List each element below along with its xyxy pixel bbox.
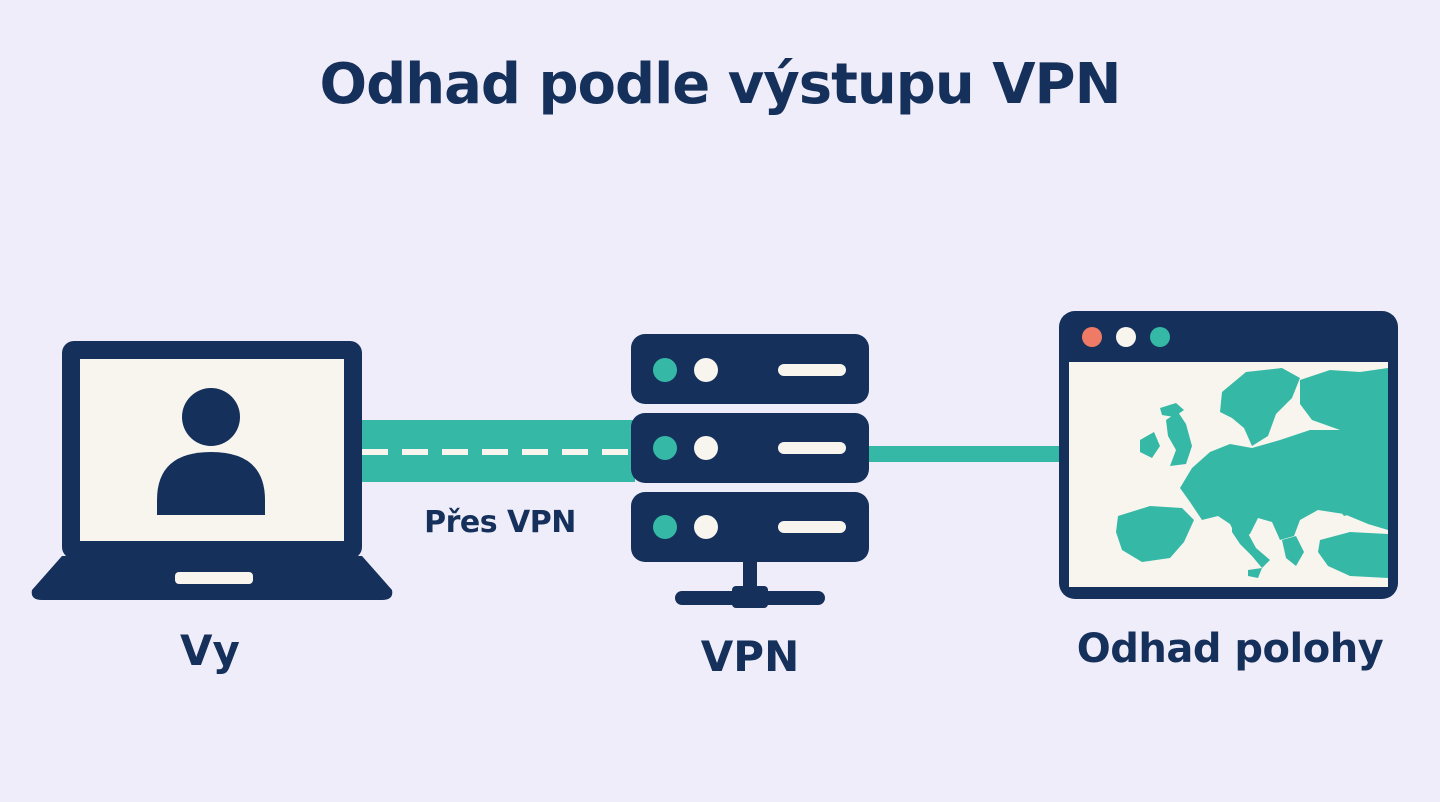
diagram-title: Odhad podle výstupu VPN xyxy=(319,52,1122,117)
server-stack-icon xyxy=(631,334,869,608)
node-label-vpn: VPN xyxy=(700,632,800,681)
node-label-location-estimate: Odhad polohy xyxy=(1076,626,1384,672)
user-icon xyxy=(157,388,265,515)
connection-label-via-vpn: Přes VPN xyxy=(424,505,576,540)
laptop-icon xyxy=(31,341,393,600)
node-label-you: Vy xyxy=(180,626,240,675)
vpn-exit-connection xyxy=(862,446,1062,462)
europe-map-icon xyxy=(1116,368,1388,578)
vpn-tunnel-connection xyxy=(360,420,635,482)
browser-window-icon xyxy=(1059,311,1398,599)
